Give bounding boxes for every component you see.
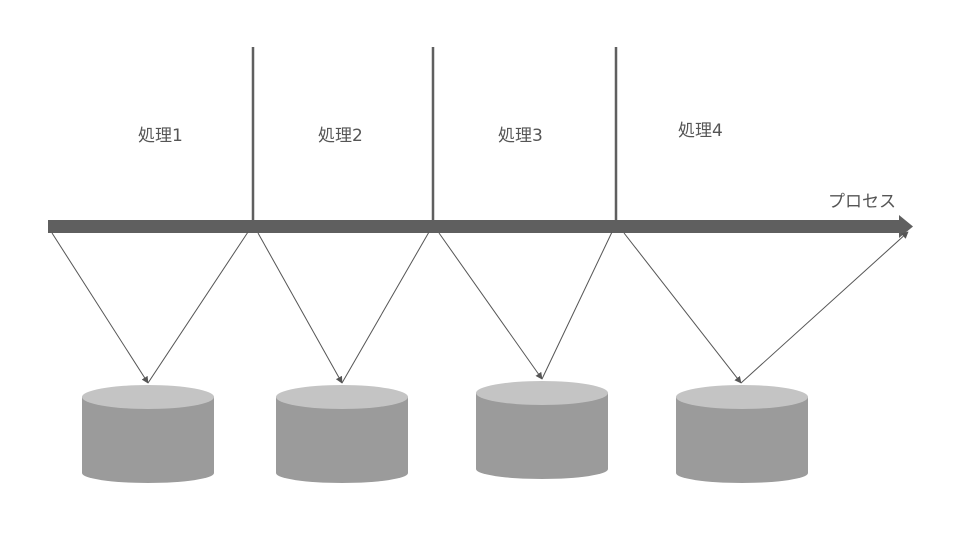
database-cylinder-2 — [276, 385, 408, 483]
connector-down-4 — [623, 232, 742, 384]
process-axis-label: プロセス — [828, 192, 896, 212]
step-label-2: 処理2 — [318, 126, 363, 146]
process-axis-arrow — [48, 215, 913, 238]
connector-up-2 — [341, 231, 430, 384]
step-label-3: 処理3 — [498, 126, 543, 146]
connector-down-1 — [51, 232, 149, 384]
connector-up-3 — [541, 231, 613, 380]
step-label-4: 処理4 — [678, 121, 723, 141]
connector-up-1 — [147, 231, 249, 384]
connector-down-2 — [257, 232, 343, 384]
database-cylinder-1 — [82, 385, 214, 483]
database-cylinder-4 — [676, 385, 808, 483]
connectors — [51, 231, 909, 384]
step-label-1: 処理1 — [138, 126, 183, 146]
connector-up-4 — [740, 231, 909, 384]
database-cylinder-3 — [476, 381, 608, 479]
connector-down-3 — [438, 232, 543, 380]
